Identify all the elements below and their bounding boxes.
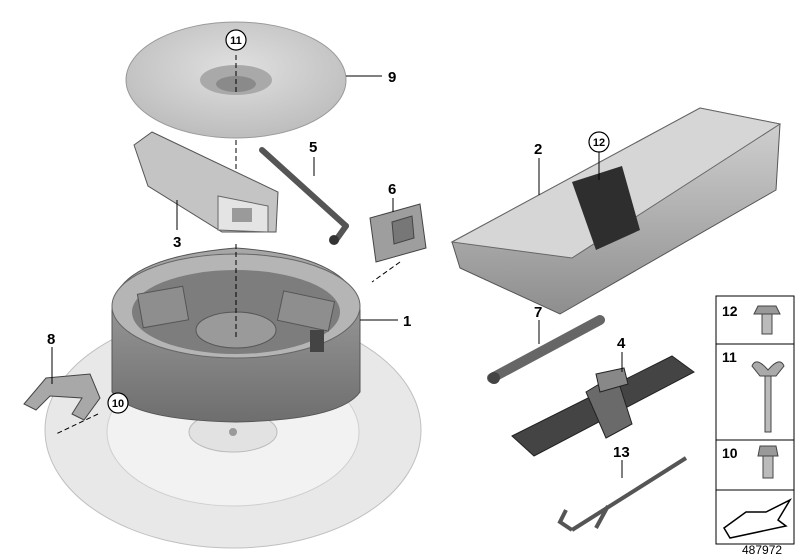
wheel-wrench	[259, 147, 349, 245]
callout-9: 9	[388, 69, 396, 86]
jack-crank	[557, 456, 688, 532]
svg-text:10: 10	[112, 398, 124, 410]
callout-7: 7	[534, 304, 542, 321]
callout-6: 6	[388, 181, 396, 198]
mounting-plate	[369, 203, 427, 263]
callout-3: 3	[173, 234, 181, 251]
wing-nut-bolt-icon	[751, 361, 785, 433]
legend-label-12: 12	[722, 303, 738, 319]
hex-bolt-icon	[757, 445, 779, 479]
diagram-id: 487972	[742, 543, 782, 557]
flange-bolt-icon	[753, 305, 781, 335]
callout-5: 5	[309, 139, 317, 156]
callout-2: 2	[534, 141, 542, 158]
fastener-legend: 12 11 10	[715, 295, 795, 545]
callout-12-circle: 12	[588, 131, 610, 153]
legend-label-10: 10	[722, 445, 738, 461]
callout-11-circle: 11	[225, 29, 247, 51]
legend-label-11: 11	[722, 349, 737, 365]
svg-text:12: 12	[593, 137, 605, 149]
tool-holder-bracket	[133, 131, 279, 233]
callout-8: 8	[47, 331, 55, 348]
retaining-bracket	[23, 373, 101, 421]
dashed-6	[371, 261, 401, 283]
callout-4: 4	[617, 335, 626, 352]
svg-text:11: 11	[230, 35, 242, 47]
callout-13: 13	[613, 444, 630, 461]
car-jack	[511, 355, 695, 457]
storage-box	[450, 107, 782, 315]
callout-10-circle: 10	[107, 392, 129, 414]
callout-1: 1	[403, 313, 411, 330]
towing-eye	[487, 315, 605, 384]
direction-arrow-icon	[723, 498, 792, 539]
